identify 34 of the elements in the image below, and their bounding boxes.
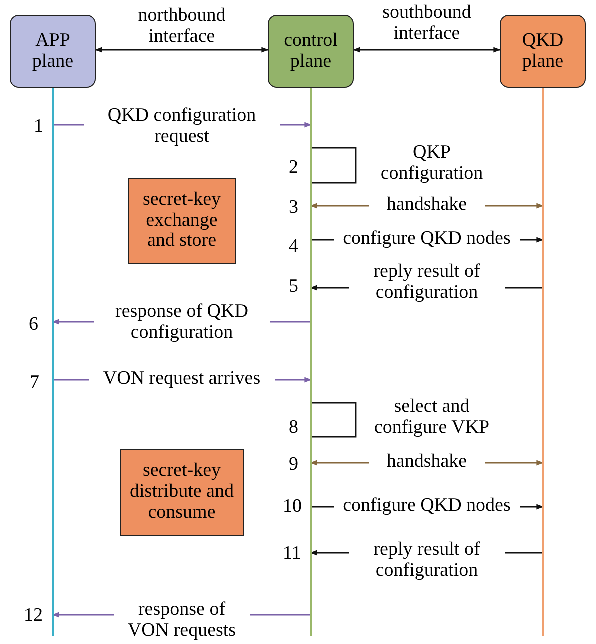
edge-label: configure QKD nodes xyxy=(334,496,520,517)
step-number: 1 xyxy=(34,117,44,136)
step-number: 6 xyxy=(29,315,38,334)
step-number: 12 xyxy=(24,606,43,625)
lifeline xyxy=(310,88,312,636)
process-box: secret-key exchange and store xyxy=(128,178,236,264)
step-number: 3 xyxy=(289,198,298,217)
edge-label: response of QKD configuration xyxy=(94,302,270,344)
step-number: 11 xyxy=(283,544,302,563)
edge-label: southbound interface xyxy=(382,3,472,45)
self-message-loop xyxy=(312,402,357,438)
self-message-loop xyxy=(312,147,357,184)
step-number: 10 xyxy=(283,497,302,516)
edge-label: northbound interface xyxy=(137,6,227,48)
plane-box: QKD plane xyxy=(500,15,586,88)
edge-label: response of VON requests xyxy=(114,600,250,642)
edge-label: VON request arrives xyxy=(89,369,275,390)
step-number: 8 xyxy=(289,418,298,437)
step-number: 2 xyxy=(289,158,298,177)
plane-box: control plane xyxy=(268,15,354,88)
lifeline xyxy=(542,88,544,636)
step-number: 7 xyxy=(30,373,40,392)
lifeline xyxy=(52,88,54,636)
step-number: 9 xyxy=(289,455,298,474)
step-number: 4 xyxy=(289,237,298,256)
edge-label: configure QKD nodes xyxy=(334,229,520,250)
edge-label: QKD configuration request xyxy=(84,106,280,148)
edge-label: reply result of configuration xyxy=(349,262,505,304)
arrow xyxy=(95,47,269,53)
edge-label: reply result of configuration xyxy=(349,540,505,582)
plane-box: APP plane xyxy=(10,15,96,88)
step-number: 5 xyxy=(289,277,298,296)
process-box: secret-key distribute and consume xyxy=(120,449,244,536)
arrow xyxy=(353,47,501,53)
